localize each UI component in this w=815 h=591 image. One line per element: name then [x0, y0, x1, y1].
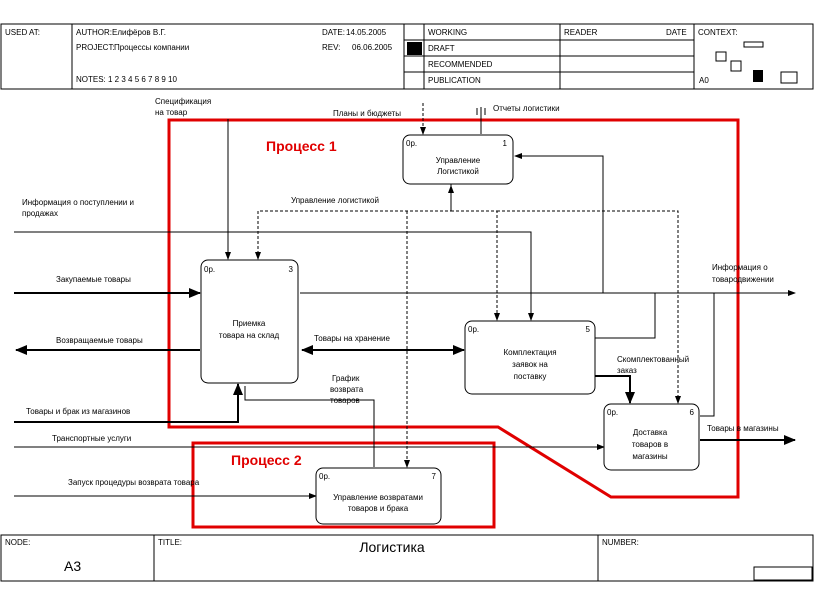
project-label: PROJECT:: [76, 43, 115, 52]
label-info-out-1: Информация о: [712, 263, 768, 272]
label-purchased: Закупаемые товары: [56, 275, 131, 284]
status-draft: DRAFT: [428, 44, 455, 53]
box-7-number: 7: [432, 472, 437, 481]
box-6-title-3: магазины: [632, 452, 668, 461]
label-plans: Планы и бюджеты: [333, 109, 401, 118]
label-launch: Запуск процедуры возврата товара: [68, 478, 200, 487]
box-7-title-2: товаров и брака: [348, 504, 409, 513]
label-reports: Отчеты логистики: [493, 104, 560, 113]
node-value: A3: [64, 558, 81, 574]
label-spec-2: на товар: [155, 108, 188, 117]
box-1-title-1: Управление: [436, 156, 481, 165]
author-value: Елифёров В.Г.: [112, 28, 166, 37]
process-1-outline: [167, 118, 740, 499]
activity-box-7[interactable]: 0р. 7 Управление возвратами товаров и бр…: [315, 467, 442, 525]
box-6-number: 6: [690, 408, 695, 417]
activity-box-1[interactable]: 0р. 1 Управление Логистикой: [402, 134, 514, 185]
reader-label: READER: [564, 28, 598, 37]
status-publication: PUBLICATION: [428, 76, 481, 85]
box-7-op: 0р.: [319, 472, 330, 481]
label-schedule-3: товаров: [330, 396, 360, 405]
node-label: NODE:: [5, 538, 30, 547]
box-7-title-1: Управление возвратами: [333, 493, 423, 502]
box-6-title-1: Доставка: [633, 428, 668, 437]
box-1-op: 0р.: [406, 139, 417, 148]
title-label: TITLE:: [158, 538, 182, 547]
activity-box-5[interactable]: 0р. 5 Комплектация заявок на поставку: [464, 320, 596, 395]
number-label: NUMBER:: [602, 538, 639, 547]
arrow-defects: [14, 383, 243, 423]
label-completed-1: Скомплектованный: [617, 355, 689, 364]
arrow-schedule: [244, 386, 375, 467]
box-5-number: 5: [586, 325, 591, 334]
arrows: [14, 103, 796, 499]
notes: NOTES: 1 2 3 4 5 6 7 8 9 10: [76, 75, 178, 84]
diagram-title: Логистика: [359, 539, 425, 555]
arrow-labels: Спецификация на товар Планы и бюджеты От…: [22, 97, 779, 487]
footer: NODE: A3 TITLE: Логистика NUMBER:: [0, 534, 814, 582]
process-2-label: Процесс 2: [231, 452, 302, 468]
label-defects: Товары и брак из магазинов: [26, 407, 130, 416]
context-label: CONTEXT:: [698, 28, 738, 37]
label-returned: Возвращаемые товары: [56, 336, 143, 345]
label-storage: Товары на хранение: [314, 334, 390, 343]
date-label: DATE:: [322, 28, 345, 37]
date-column-label: DATE: [666, 28, 687, 37]
project-value: Процессы компании: [114, 43, 189, 52]
box-5-title-2: заявок на: [512, 360, 548, 369]
process-2-outline: [191, 441, 496, 529]
status-recommended: RECOMMENDED: [428, 60, 493, 69]
label-to-shops: Товары в магазины: [707, 424, 779, 433]
label-schedule-1: График: [332, 374, 360, 383]
activity-box-3[interactable]: 0р. 3 Приемка товара на склад: [200, 259, 299, 384]
label-info-in-2: продажах: [22, 209, 58, 218]
box-3-number: 3: [289, 265, 294, 274]
draft-marker: [407, 42, 422, 55]
box-1-number: 1: [503, 139, 508, 148]
box-3-op: 0р.: [204, 265, 215, 274]
box-5-title-3: поставку: [514, 372, 547, 381]
box-1-title-2: Логистикой: [437, 167, 479, 176]
label-info-in-1: Информация о поступлении и: [22, 198, 134, 207]
context-thumbnail: [715, 41, 798, 84]
status-working: WORKING: [428, 28, 467, 37]
label-spec-1: Спецификация: [155, 97, 211, 106]
label-transport: Транспортные услуги: [52, 434, 131, 443]
rev-label: REV:: [322, 43, 340, 52]
box-5-title-1: Комплектация: [503, 348, 556, 357]
box-3-title-2: товара на склад: [219, 331, 280, 340]
date-value: 14.05.2005: [346, 28, 387, 37]
arrow-completed: [595, 375, 635, 404]
rev-value: 06.06.2005: [352, 43, 393, 52]
box-6-op: 0р.: [607, 408, 618, 417]
label-completed-2: заказ: [617, 366, 637, 375]
box-3-title-1: Приемка: [233, 319, 266, 328]
used-at-label: USED AT:: [5, 28, 40, 37]
activity-box-6[interactable]: 0р. 6 Доставка товаров в магазины: [603, 403, 700, 471]
box-6-title-2: товаров в: [632, 440, 668, 449]
label-info-out-2: товародвижении: [712, 275, 774, 284]
header: USED AT: AUTHOR: Елифёров В.Г. PROJECT: …: [0, 23, 814, 90]
arrow-info-in: [14, 231, 534, 321]
process-1-label: Процесс 1: [266, 138, 337, 154]
box-5-op: 0р.: [468, 325, 479, 334]
label-management: Управление логистикой: [291, 196, 379, 205]
author-label: AUTHOR:: [76, 28, 112, 37]
context-node: A0: [699, 76, 709, 85]
label-schedule-2: возврата: [330, 385, 364, 394]
